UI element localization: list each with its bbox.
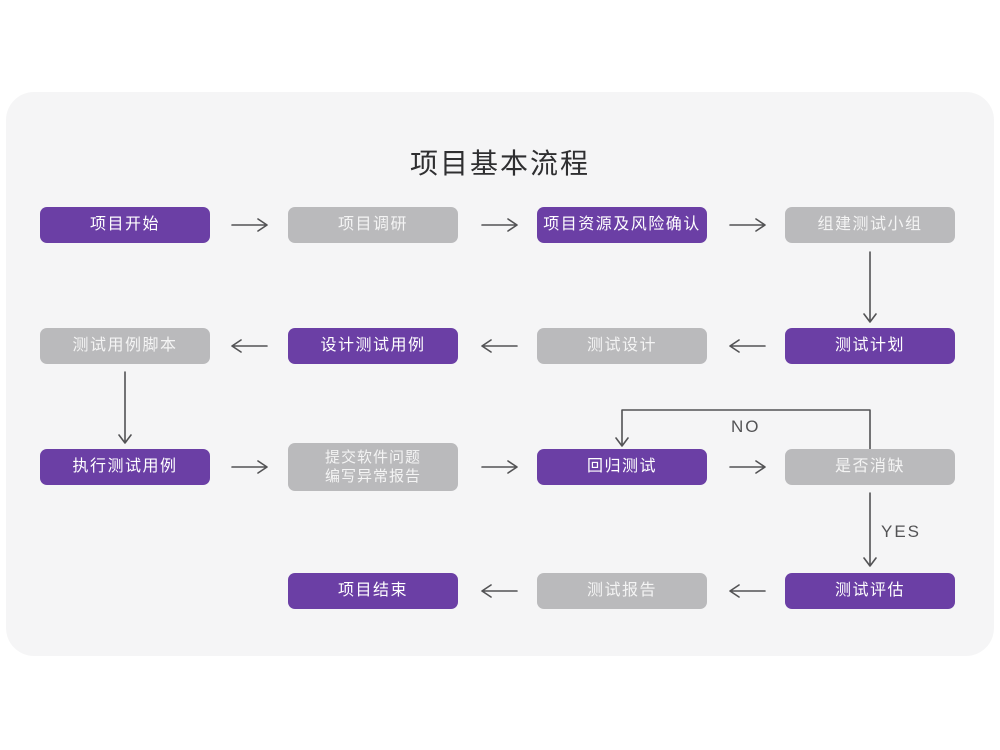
node-build-test-team: 组建测试小组: [785, 207, 955, 243]
node-label: 执行测试用例: [72, 457, 178, 475]
page-title: 项目基本流程: [409, 148, 590, 179]
node-submit-issues: 提交软件问题 编写异常报告: [288, 443, 458, 491]
node-label: 测试报告: [586, 581, 657, 599]
node-label: 测试计划: [834, 336, 905, 354]
node-project-end: 项目结束: [288, 573, 458, 609]
node-label: 是否消缺: [834, 457, 905, 475]
node-label: 项目调研: [337, 215, 408, 233]
node-label: 测试设计: [586, 336, 657, 354]
edge-label-no: NO: [731, 417, 761, 436]
node-label: 测试用例脚本: [72, 336, 178, 354]
node-project-start: 项目开始: [40, 207, 210, 243]
node-label: 组建测试小组: [817, 215, 923, 233]
node-test-evaluation: 测试评估: [785, 573, 955, 609]
node-label: 测试评估: [834, 581, 905, 599]
node-design-test-cases: 设计测试用例: [288, 328, 458, 364]
node-test-case-scripts: 测试用例脚本: [40, 328, 210, 364]
node-test-plan: 测试计划: [785, 328, 955, 364]
edge-label-yes: YES: [881, 522, 922, 541]
node-execute-test-cases: 执行测试用例: [40, 449, 210, 485]
node-label: 设计测试用例: [320, 336, 426, 354]
node-label-line1: 提交软件问题: [324, 448, 421, 466]
node-label: 回归测试: [586, 457, 657, 475]
node-defect-cleared: 是否消缺: [785, 449, 955, 485]
node-resources-risk: 项目资源及风险确认: [537, 207, 707, 243]
node-label: 项目开始: [89, 215, 160, 233]
node-regression-test: 回归测试: [537, 449, 707, 485]
node-label: 项目结束: [337, 581, 408, 599]
node-test-report: 测试报告: [537, 573, 707, 609]
node-label-line2: 编写异常报告: [324, 468, 421, 485]
node-label: 项目资源及风险确认: [543, 215, 701, 233]
node-project-research: 项目调研: [288, 207, 458, 243]
node-test-design: 测试设计: [537, 328, 707, 364]
flowchart-card: [6, 92, 994, 656]
